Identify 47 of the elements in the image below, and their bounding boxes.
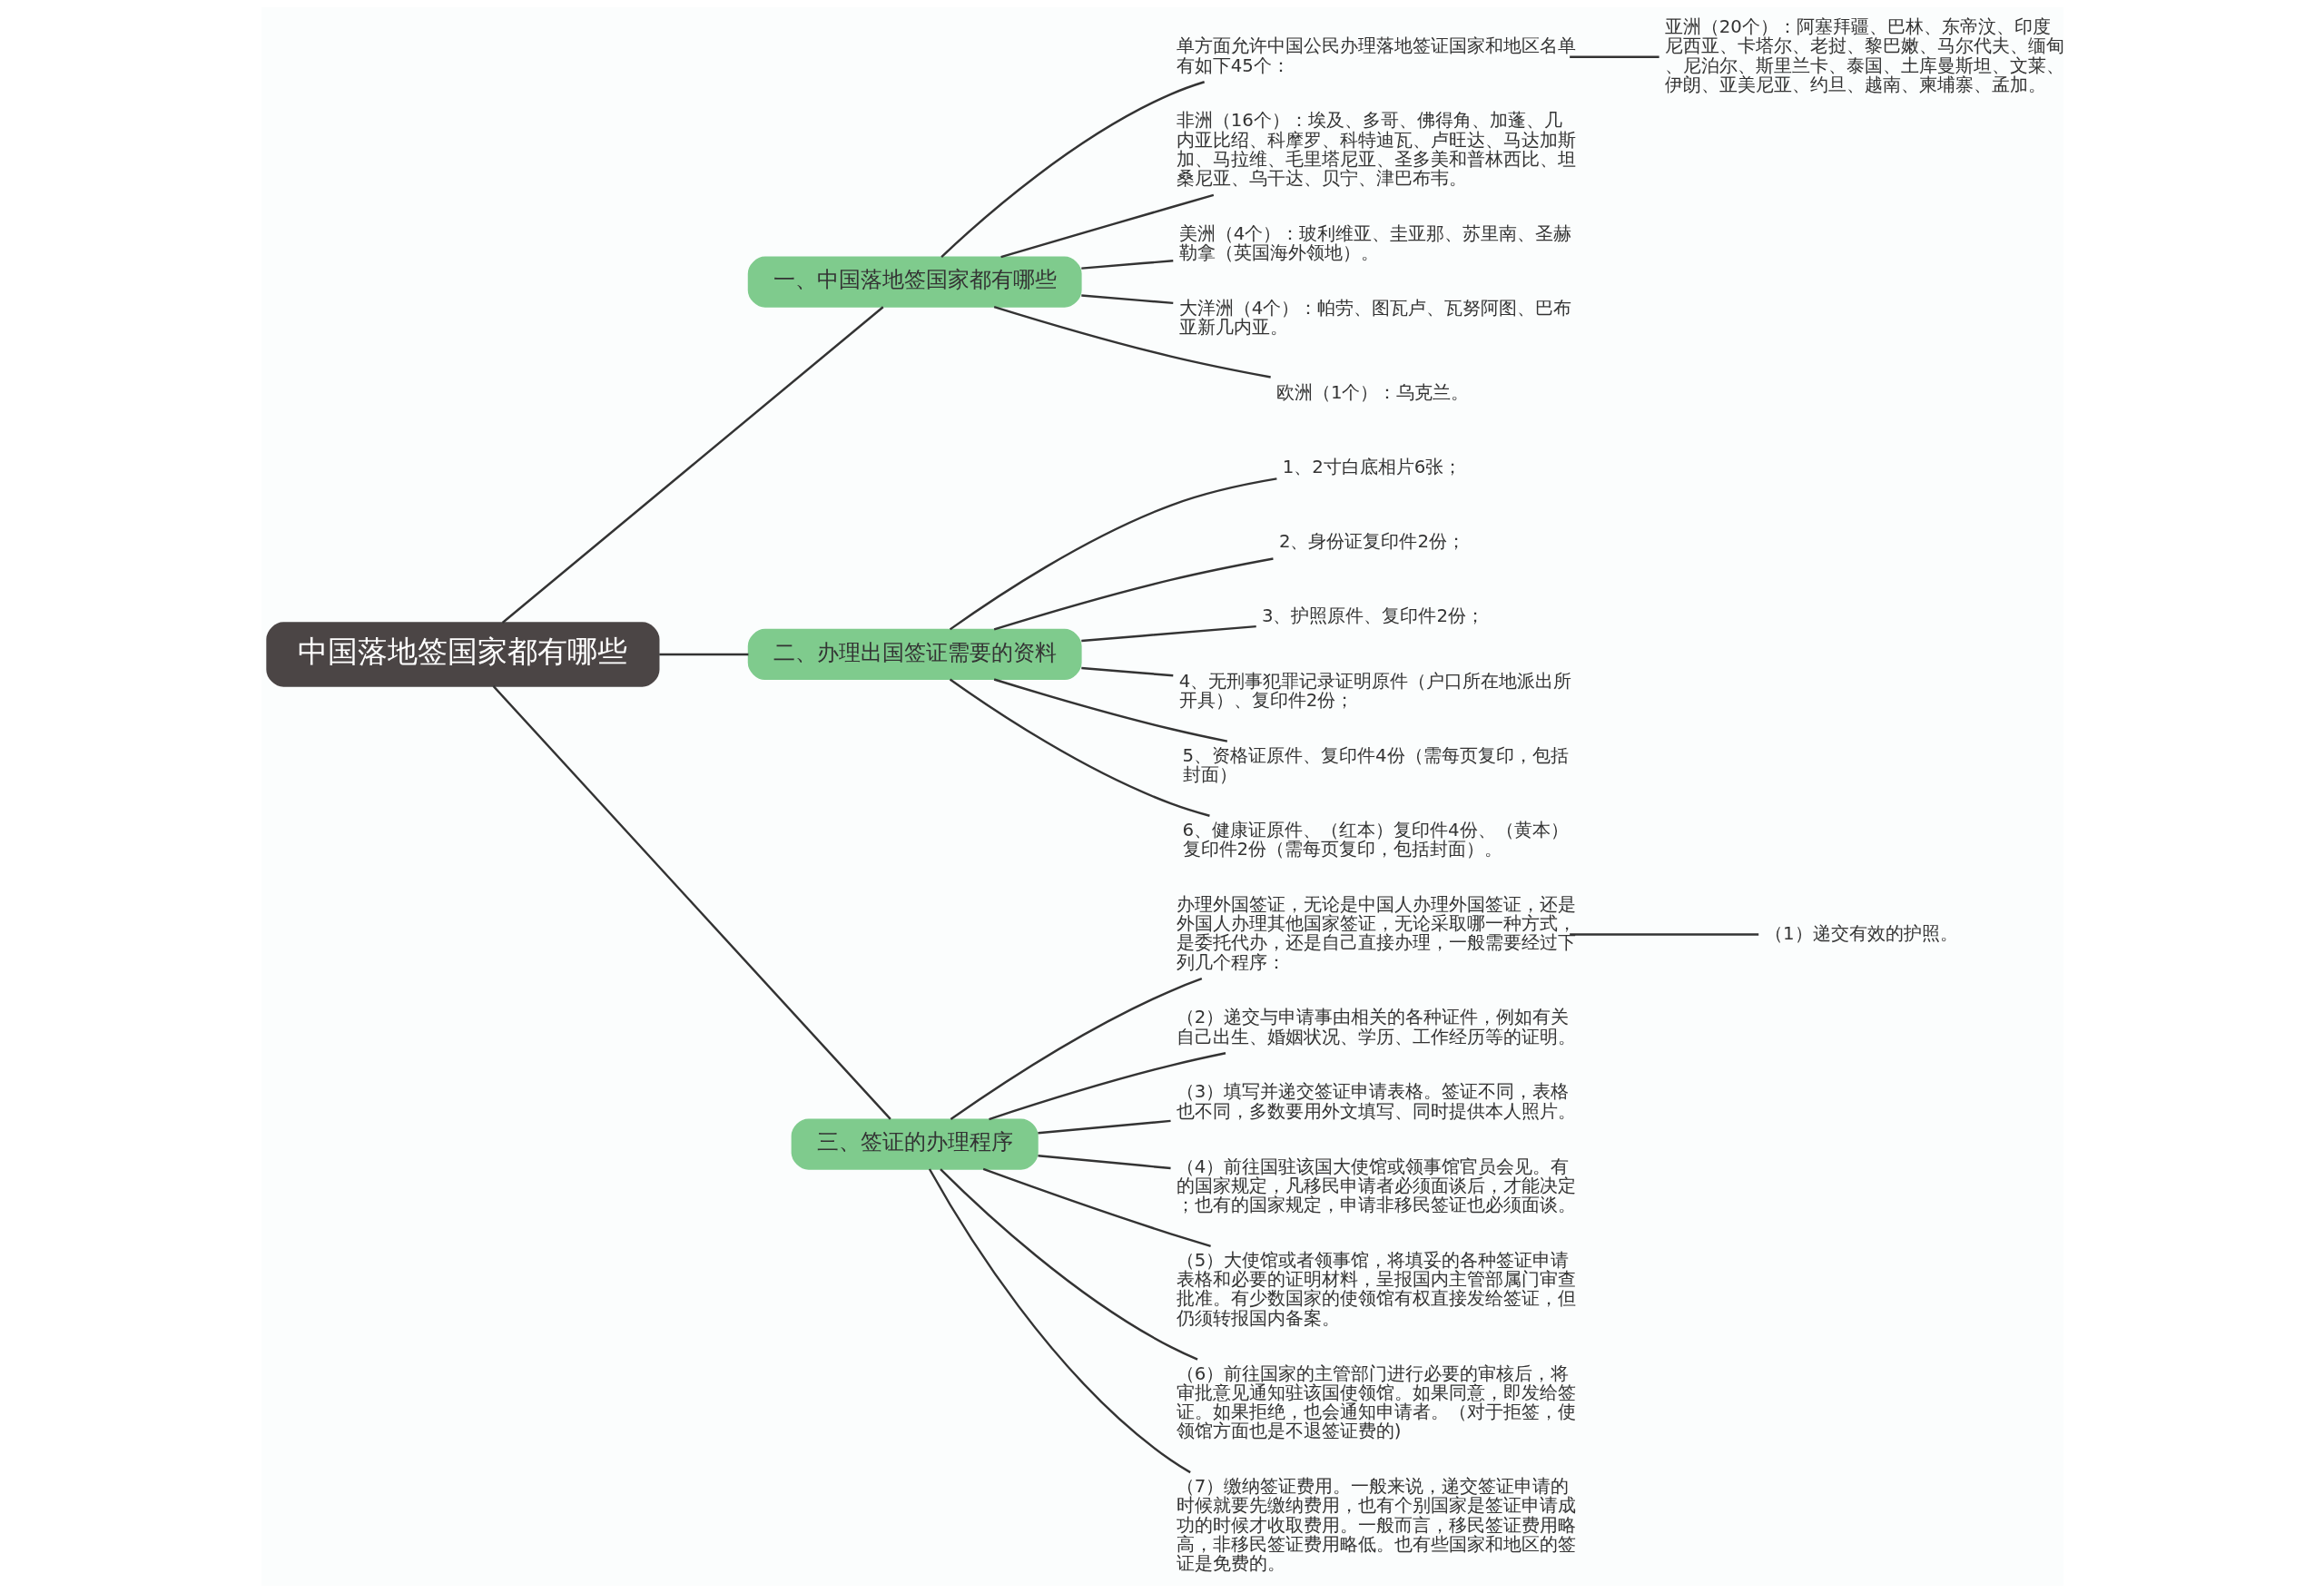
connector (993, 678, 1227, 742)
connector (1037, 1155, 1171, 1170)
connector (492, 685, 891, 1120)
connector (658, 653, 748, 656)
connector (988, 1052, 1226, 1121)
connector (939, 1168, 1198, 1361)
node-text: 3、护照原件、复印件2份； (1261, 605, 1484, 627)
node-text: 单方面允许中国公民办理落地签证国家和地区名单有如下45个： (1176, 35, 1576, 76)
connector (982, 1167, 1211, 1248)
node-box: 中国落地签国家都有哪些 (265, 622, 659, 687)
connector (1569, 55, 1659, 59)
connector (501, 306, 884, 624)
node-text: 办理外国签证，无论是中国人办理外国签证，还是外国人办理其他国家签证，无论采取哪一种方式，是委托代办，还是自己直接办理，一般需要经过下列几个程序： (1176, 893, 1576, 973)
connector (949, 678, 1210, 817)
node-box: 三、签证的办理程序 (791, 1118, 1039, 1170)
connector (1080, 260, 1173, 270)
node-text: 1、2寸白底相片6张； (1282, 456, 1462, 477)
connector (949, 477, 1277, 631)
node-text: 欧洲（1个）：乌克兰。 (1275, 381, 1469, 403)
node-text: （3）填写并递交签证申请表格。签证不同，表格也不同，多数要用外文填写、同时提供本人照片。 (1176, 1081, 1576, 1122)
node-text: 大洋洲（4个）：帕劳、图瓦卢、瓦努阿图、巴布亚新几内亚。 (1178, 298, 1571, 339)
connector (1080, 294, 1173, 305)
node-text: 4、无刑事犯罪记录证明原件（户口所在地派出所开具）、复印件2份； (1178, 670, 1571, 711)
connector (993, 557, 1274, 631)
node-text: 美洲（4个）：玻利维亚、圭亚那、苏里南、圣赫勒拿（英国海外领地）。 (1178, 223, 1571, 264)
connector (928, 1168, 1191, 1474)
node-text: 5、资格证原件、复印件4份（需每页复印，包括封面） (1182, 744, 1569, 785)
node-box: 一、中国落地签国家都有哪些 (747, 256, 1082, 308)
node-text: （6）前往国家的主管部门进行必要的审核后，将审批意见通知驻该国使领馆。如果同意，即发给签证。如果拒绝，也会通知申请者。（对于拒签，使领馆方面也是不退签证费的) (1176, 1362, 1576, 1442)
node-text: （5）大使馆或者领事馆，将填妥的各种签证申请表格和必要的证明材料，呈报国内主管部属门审查批准。有少数国家的使领馆有权直接发给签证，但仍须转报国内备案。 (1176, 1249, 1576, 1329)
node-text: （7）缴纳签证费用。一般来说，递交签证申请的时候就要先缴纳费用，也有个别国家是签证申请成功的时候才收取费用。一般而言，移民签证费用略高，非移民签证费用略低。也有些国家和地区的签证是免费的。 (1176, 1476, 1576, 1575)
connector (950, 978, 1202, 1121)
node-text: 亚洲（20个）：阿塞拜疆、巴林、东帝汶、印度尼西亚、卡塔尔、老挝、黎巴嫩、马尔代夫、缅甸、尼泊尔、斯里兰卡、泰国、土库曼斯坦、文莱、伊朗、亚美尼亚、约旦、越南、柬埔寨、孟加。 (1664, 16, 2064, 95)
node-text: 非洲（16个）：埃及、多哥、佛得角、加蓬、几内亚比绍、科摩罗、科特迪瓦、卢旺达、马达加斯加、马拉维、毛里塔尼亚、圣多美和普林西比、坦桑尼亚、乌干达、贝宁、津巴布韦。 (1176, 110, 1576, 190)
node-text: 6、健康证原件、（红本）复印件4份、（黄本）复印件2份（需每页复印，包括封面）。 (1182, 819, 1569, 860)
connector (1080, 666, 1173, 677)
connector (1080, 624, 1256, 643)
node-text: （2）递交与申请事由相关的各种证件，例如有关自己出生、婚姻状况、学历、工作经历等的证明。 (1176, 1007, 1576, 1047)
node-text: （4）前往国驻该国大使馆或领事馆官员会见。有的国家规定，凡移民申请者必须面谈后，才能决定；也有的国家规定，申请非移民签证也必须面谈。 (1176, 1155, 1576, 1216)
node-box: 二、办理出国签证需要的资料 (747, 628, 1082, 681)
connector (1569, 933, 1758, 936)
node-text: （1）递交有效的护照。 (1764, 922, 1958, 944)
connector (993, 305, 1271, 379)
connector (1037, 1119, 1171, 1135)
connector (1000, 193, 1214, 259)
connector (940, 81, 1205, 258)
node-text: 2、身份证复印件2份； (1278, 531, 1465, 552)
